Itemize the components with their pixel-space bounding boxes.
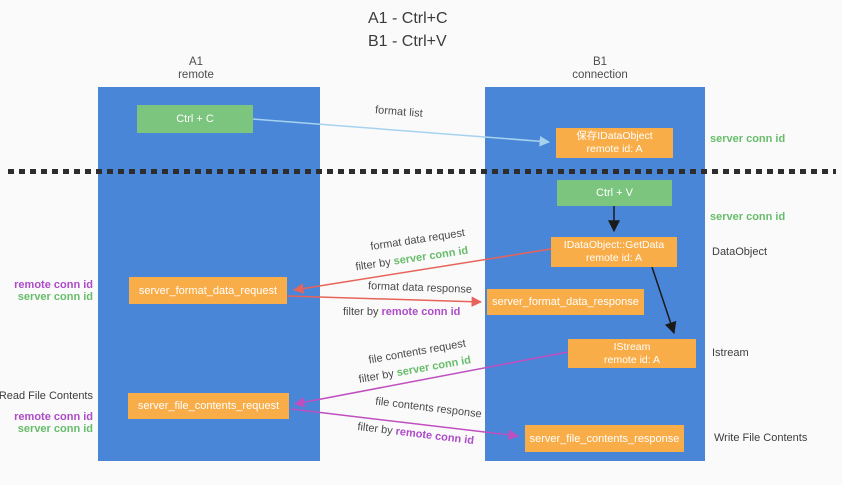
filter-by-text: filter by (356, 420, 397, 438)
file-contents-response-arrow-label: file contents response (374, 395, 483, 421)
title-line-ctrl-v: B1 - Ctrl+V (368, 33, 447, 50)
server-file-contents-request-label: server_file_contents_request (137, 400, 280, 412)
server-format-data-response-box: server_format_data_response (487, 289, 644, 315)
filter-by-text: filter by (357, 367, 398, 386)
column-header-a1: A1 remote (136, 56, 256, 82)
read-file-contents-annotation: Read File Contents (0, 390, 93, 402)
server-conn-id-annotation: server conn id (710, 133, 786, 145)
server-format-data-response-label: server_format_data_response (492, 296, 639, 308)
save-idataobject-remote-id: remote id: A (586, 143, 643, 155)
istream-title: IStream (613, 340, 651, 353)
idataobject-getdata-box: IDataObject::GetData remote id: A (551, 237, 677, 267)
save-idataobject-box: 保存IDataObject remote id: A (556, 128, 673, 158)
diagram-title: A1 - Ctrl+C B1 - Ctrl+V (368, 7, 448, 53)
format-data-response-arrow-label: format data response (367, 280, 473, 296)
server-file-contents-request-box: server_file_contents_request (128, 393, 289, 419)
dataobject-annotation: DataObject (712, 246, 768, 258)
ctrl-c-label: Ctrl + C (176, 113, 214, 125)
ctrl-c-key-box: Ctrl + C (137, 105, 253, 133)
server-file-contents-response-label: server_file_contents_response (529, 432, 680, 445)
getdata-remote-id: remote id: A (585, 252, 643, 264)
column-header-b1: B1 connection (540, 56, 660, 82)
write-file-contents-annotation: Write File Contents (714, 432, 808, 444)
server-conn-id-annotation: server conn id (17, 291, 93, 303)
ctrl-v-key-box: Ctrl + V (557, 180, 672, 206)
format-list-arrow-label: format list (374, 104, 424, 120)
save-idataobject-title: 保存IDataObject (576, 130, 653, 142)
remote-conn-id-text: remote conn id (381, 306, 461, 318)
remote-conn-id-annotation: remote conn id (14, 279, 93, 291)
istream-remote-id: remote id: A (603, 353, 661, 366)
server-conn-id-text: server conn id (392, 244, 469, 268)
remote-conn-id-annotation: remote conn id (14, 411, 93, 423)
getdata-title: IDataObject::GetData (563, 239, 665, 251)
column-a-subtitle: remote (178, 69, 214, 81)
server-conn-id-annotation: server conn id (710, 211, 786, 223)
istream-annotation: Istream (712, 347, 749, 359)
istream-box: IStream remote id: A (568, 339, 696, 368)
file-response-filter-label: filter by remote conn id (357, 421, 475, 447)
column-b-subtitle: connection (572, 69, 628, 81)
session-divider-dotted-line (8, 169, 836, 174)
server-format-data-request-label: server_format_data_request (138, 284, 278, 297)
format-response-filter-label: filter by remote conn id (343, 306, 460, 318)
server-file-contents-response-box: server_file_contents_response (525, 425, 684, 452)
column-b-name: B1 (592, 56, 608, 68)
filter-by-text: filter by (343, 306, 382, 318)
filter-by-text: filter by (354, 255, 395, 274)
server-conn-id-annotation: server conn id (17, 423, 93, 435)
remote-conn-id-text: remote conn id (394, 425, 475, 448)
ctrl-v-label: Ctrl + V (596, 187, 633, 199)
server-format-data-request-box: server_format_data_request (129, 277, 287, 304)
column-a-name: A1 (188, 56, 204, 68)
title-line-ctrl-c: A1 - Ctrl+C (368, 10, 448, 27)
